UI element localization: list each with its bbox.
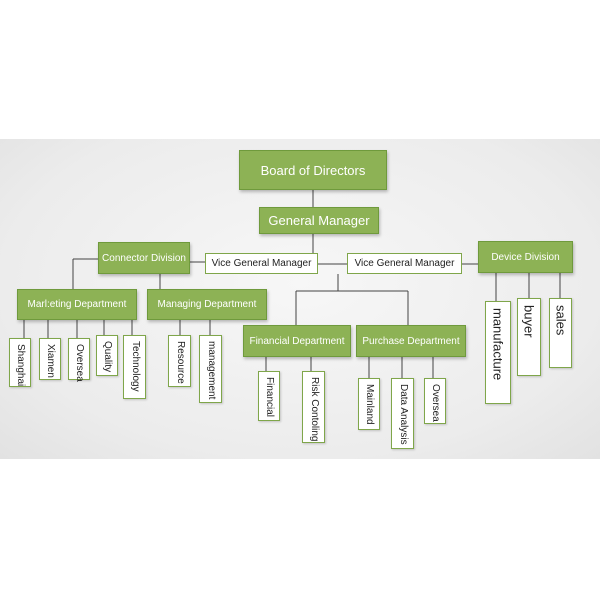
vice-general-manager-right-label: Vice General Manager — [354, 258, 455, 269]
marketing-item-label: Xiamen — [45, 344, 56, 378]
marketing-item-label: Quality — [102, 341, 113, 373]
general-manager-label: General Manager — [268, 213, 370, 228]
purchase-item-mainland: Mainland — [358, 378, 380, 430]
purchase-item-oversea: Oversea — [424, 378, 446, 424]
purchase-item-label: Mainland — [364, 384, 375, 425]
device-division-label: Device Division — [491, 251, 560, 263]
marketing-item-oversea: Oversea — [68, 338, 90, 382]
device-item-sales: sales — [549, 298, 572, 368]
managing-item-label: Resource — [174, 341, 186, 384]
financial-item-financial: Financial — [258, 371, 280, 421]
device-item-label: manufacture — [490, 308, 506, 381]
financial-item-label: Risk Contoling — [308, 377, 320, 442]
marketing-item-label: Shanghai — [15, 344, 26, 387]
financial-item-label: Financial — [264, 377, 275, 418]
board-of-directors-label: Board of Directors — [260, 162, 366, 178]
marketing-department-label: Marl:eting Department — [27, 299, 127, 310]
device-item-buyer: buyer — [517, 298, 541, 376]
vice-general-manager-left-box: Vice General Manager — [205, 253, 318, 274]
managing-department-label: Managing Department — [157, 299, 257, 310]
device-division-box: Device Division — [478, 241, 573, 273]
device-item-manufacture: manufacture — [485, 301, 511, 404]
managing-item-management: management — [199, 335, 222, 403]
purchase-item-label: Oversea — [430, 384, 441, 422]
board-of-directors-box: Board of Directors — [239, 150, 387, 190]
marketing-item-xiamen: Xiamen — [39, 338, 61, 380]
device-item-label: sales — [553, 305, 568, 336]
device-item-label: buyer — [521, 305, 537, 338]
financial-department-label: Financial Department — [249, 335, 345, 347]
marketing-item-technology: Technology — [123, 335, 146, 399]
marketing-item-label: Technology — [129, 341, 141, 392]
connector-division-label: Connector Division — [102, 252, 186, 264]
purchase-item-label: Data Analysis — [397, 384, 409, 445]
purchase-item-data-analysis: Data Analysis — [391, 378, 414, 449]
vice-general-manager-left-label: Vice General Manager — [211, 258, 312, 269]
managing-item-label: management — [205, 341, 217, 400]
general-manager-box: General Manager — [259, 207, 379, 234]
purchase-department-label: Purchase Department — [362, 335, 460, 347]
marketing-department-box: Marl:eting Department — [17, 289, 137, 320]
marketing-item-shanghai: Shanghai — [9, 338, 31, 387]
marketing-item-quality: Quality — [96, 335, 118, 376]
purchase-department-box: Purchase Department — [356, 325, 466, 357]
vice-general-manager-right-box: Vice General Manager — [347, 253, 462, 274]
managing-department-box: Managing Department — [147, 289, 267, 320]
marketing-item-label: Oversea — [74, 344, 85, 382]
managing-item-resource: Resource — [168, 335, 191, 387]
connector-division-box: Connector Division — [98, 242, 190, 274]
financial-department-box: Financial Department — [243, 325, 351, 357]
financial-item-risk-controlling: Risk Contoling — [302, 371, 325, 443]
